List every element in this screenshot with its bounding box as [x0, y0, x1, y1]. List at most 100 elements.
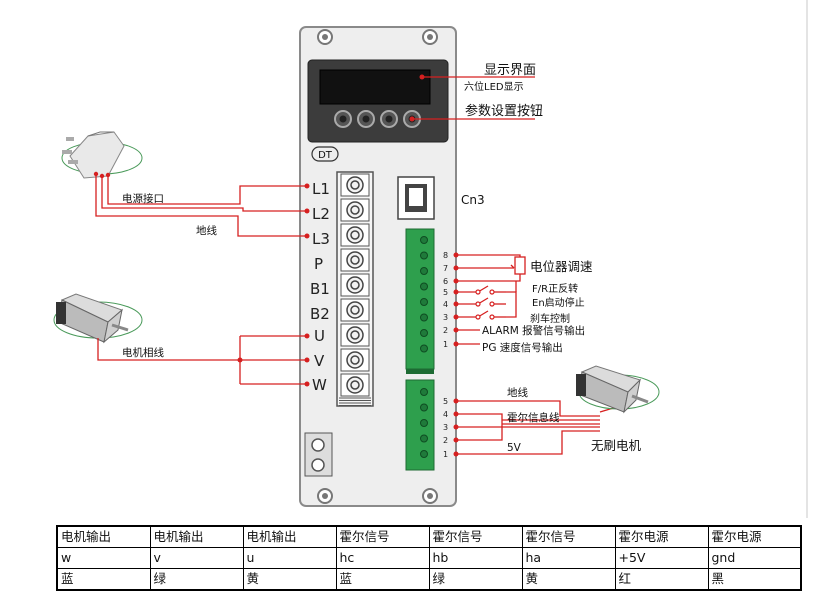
- table-cell: +5V: [614, 547, 709, 569]
- buttons-label: 参数设置按钮: [465, 103, 543, 119]
- control-pin-2: 2: [443, 326, 448, 335]
- connector-screw: [420, 329, 428, 337]
- left-motor-image: [53, 293, 143, 344]
- hall-pin-2: 2: [443, 436, 448, 445]
- hall-pin-1: 1: [443, 450, 448, 459]
- hall-connector: [405, 379, 435, 471]
- table-cell: u: [242, 547, 337, 569]
- table-cell: hc: [335, 547, 430, 569]
- display-label: 显示界面: [484, 63, 536, 78]
- display-sub-label: 六位LED显示: [464, 80, 524, 93]
- control-pin-7: 7: [443, 264, 448, 273]
- control-pin-1: 1: [443, 340, 448, 349]
- connector-screw: [420, 298, 428, 306]
- pg-label: PG 速度信号输出: [482, 341, 563, 354]
- table-cell: hb: [428, 547, 523, 569]
- hall-pin-dot: [453, 424, 459, 430]
- connector-screw: [420, 434, 428, 443]
- hall-ground-label: 地线: [507, 386, 528, 399]
- hall-pin-dot: [453, 398, 459, 404]
- table-cell: w: [56, 547, 151, 569]
- connector-screw: [420, 344, 428, 353]
- hall-wires: [458, 400, 621, 455]
- table-cell: 电机输出: [56, 525, 151, 548]
- terminal-block: [336, 171, 374, 407]
- table-cell: 霍尔信号: [521, 525, 616, 548]
- terminal-screw: [340, 198, 370, 222]
- terminal-l2: L2: [312, 205, 330, 223]
- motor-phase-label: 电机相线: [122, 346, 164, 359]
- table-cell: 霍尔电源: [707, 525, 802, 548]
- table-cell: 黄: [242, 568, 337, 591]
- connector-screw: [420, 388, 428, 396]
- connector-screw: [420, 251, 428, 260]
- table-cell: 霍尔信号: [335, 525, 430, 548]
- terminal-screw: [340, 373, 370, 397]
- terminal-w: W: [312, 376, 327, 394]
- dt-logo: [311, 146, 339, 162]
- hall-signal-label: 霍尔信息线: [507, 411, 560, 424]
- terminal-screw: [340, 173, 370, 197]
- terminal-screw: [340, 298, 370, 322]
- power-wires: [95, 176, 307, 237]
- terminal-b2: B2: [310, 305, 330, 323]
- control-pin-5: 5: [443, 288, 448, 297]
- table-row: 蓝绿黄蓝绿黄红黑: [56, 568, 802, 591]
- hall-pin-dot: [453, 411, 459, 417]
- table-cell: 霍尔电源: [614, 525, 709, 548]
- table-cell: 蓝: [335, 568, 430, 591]
- hall-pin-5: 5: [443, 397, 448, 406]
- connector-screw: [420, 313, 428, 322]
- connector-screw: [420, 282, 428, 291]
- hall-pin-dot: [453, 437, 459, 443]
- led-display: [319, 69, 431, 105]
- control-pin-6: 6: [443, 277, 448, 286]
- control-pin-4: 4: [443, 300, 448, 309]
- control-pin-dot: [453, 301, 459, 307]
- terminal-u: U: [314, 327, 325, 345]
- table-cell: 黄: [521, 568, 616, 591]
- terminal-b1: B1: [310, 280, 330, 298]
- terminal-screw: [340, 273, 370, 297]
- control-pin-3: 3: [443, 313, 448, 322]
- control-pin-dot: [453, 341, 459, 347]
- control-pin-dot: [453, 314, 459, 320]
- hall-5v-label: 5V: [507, 442, 522, 454]
- terminal-screw: [340, 348, 370, 372]
- hall-pin-3: 3: [443, 423, 448, 432]
- table-cell: 电机输出: [242, 525, 337, 548]
- cn3-port: [397, 176, 435, 220]
- terminal-screw: [340, 248, 370, 272]
- power-plug: [61, 131, 143, 179]
- table-cell: 霍尔信号: [428, 525, 523, 548]
- brushless-motor-label: 无刷电机: [591, 438, 642, 453]
- terminal-v: V: [314, 352, 325, 370]
- dt-logo-text: DT: [318, 150, 333, 161]
- en-label: En启动停止: [532, 296, 585, 309]
- pot-label: 电位器调速: [530, 259, 593, 274]
- connector-screw: [420, 267, 428, 275]
- power-ground-label: 地线: [196, 224, 217, 237]
- control-pin-dot: [453, 278, 459, 284]
- param-button[interactable]: [380, 110, 398, 128]
- connector-screw: [420, 403, 428, 412]
- hall-pin-dot: [453, 451, 459, 457]
- control-pin-dot: [453, 289, 459, 295]
- table-cell: 蓝: [56, 568, 151, 591]
- table-cell: 黑: [707, 568, 802, 591]
- aux-connector: [304, 432, 333, 477]
- switch-contacts: [475, 289, 495, 320]
- table-row: 电机输出电机输出电机输出霍尔信号霍尔信号霍尔信号霍尔电源霍尔电源: [56, 525, 802, 548]
- connector-screw: [420, 450, 428, 458]
- param-button[interactable]: [357, 110, 375, 128]
- table-cell: v: [149, 547, 244, 569]
- terminal-screw: [340, 223, 370, 247]
- control-pin-dot: [453, 252, 459, 258]
- param-button[interactable]: [334, 110, 352, 128]
- connector-screw: [420, 236, 428, 244]
- terminal-l3: L3: [312, 230, 330, 248]
- control-connector: [405, 228, 435, 374]
- table-cell: 红: [614, 568, 709, 591]
